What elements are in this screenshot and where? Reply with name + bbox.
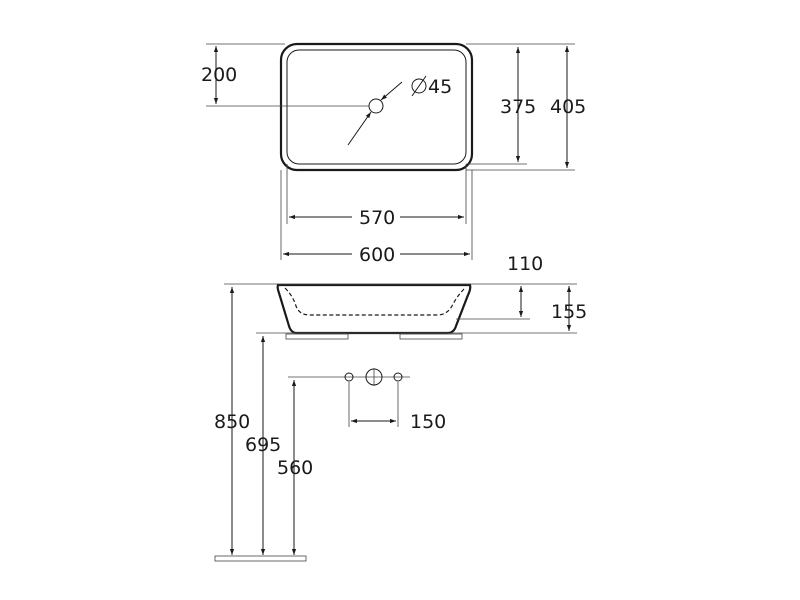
dim-200: 200 [201, 64, 237, 86]
basin-bowl-hidden-line [284, 287, 466, 316]
mounting-pad-left [285, 333, 349, 340]
drain-leader [347, 111, 372, 146]
dim-600: 600 [359, 244, 395, 266]
dim-110: 110 [507, 253, 543, 275]
dim-570: 570 [359, 207, 395, 229]
top-view: 45 200 375 405 570 600 [201, 42, 586, 266]
dim-150: 150 [410, 411, 446, 433]
basin-inner-outline [286, 49, 467, 165]
floor-hatch [214, 555, 307, 562]
tap-hole-left [344, 372, 354, 382]
mounting-pad-right [399, 333, 463, 340]
dim-560: 560 [277, 457, 313, 479]
diameter-symbol [411, 78, 427, 94]
dim-375: 375 [500, 96, 536, 118]
basin-outer-outline [279, 42, 474, 172]
dim-155: 155 [551, 301, 587, 323]
side-view: 110 155 150 850 695 560 [214, 253, 587, 562]
dim-405: 405 [550, 96, 586, 118]
drain-leader-upper [380, 81, 403, 101]
drain-hole [368, 98, 384, 114]
tap-hole-right [393, 372, 403, 382]
dim-695: 695 [245, 434, 281, 456]
dim-diameter-45: 45 [428, 76, 452, 98]
basin-side-outline [276, 283, 472, 335]
dim-850: 850 [214, 411, 250, 433]
diameter-symbol-slash [411, 75, 427, 97]
